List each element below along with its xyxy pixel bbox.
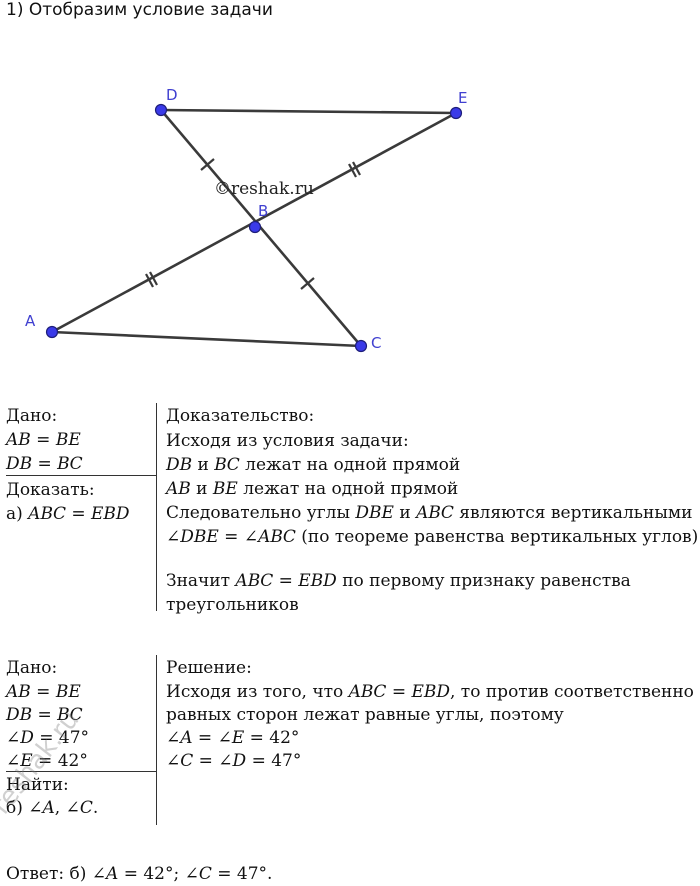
label-b: B xyxy=(258,202,268,220)
solution-line-1: Исходя из того, что 𝐴𝐵𝐶 = 𝐸𝐵𝐷, то против… xyxy=(166,682,694,702)
divider-b-horizontal xyxy=(6,771,156,772)
tick-be-1 xyxy=(348,163,357,178)
divider-a-horizontal xyxy=(6,475,156,476)
given-a-2: 𝐷𝐵 = 𝐵𝐶 xyxy=(6,454,83,474)
point-b xyxy=(248,220,262,234)
prove-title: Доказать: xyxy=(6,480,95,500)
solution-title: Решение: xyxy=(166,658,252,678)
given-b-2: 𝐷𝐵 = 𝐵𝐶 xyxy=(6,705,83,725)
segment-de xyxy=(160,108,457,115)
proof-line-3: 𝐴𝐵 и 𝐵𝐸 лежат на одной прямой xyxy=(166,479,459,499)
label-a: A xyxy=(25,312,36,330)
tick-bc xyxy=(300,277,315,290)
point-d xyxy=(154,103,168,117)
proof-line-5: ∠𝐷𝐵𝐸 = ∠𝐴𝐵𝐶 (по теореме равенства вертик… xyxy=(166,527,699,547)
heading: 1) Отобразим условие задачи xyxy=(6,0,273,20)
tick-db xyxy=(200,158,215,171)
proof-line-8: треугольников xyxy=(166,595,299,615)
proof-line-7: Значит 𝐴𝐵𝐶 = 𝐸𝐵𝐷 по первому признаку рав… xyxy=(166,571,631,591)
label-e: E xyxy=(458,89,467,107)
label-c: C xyxy=(371,334,381,352)
proof-title: Доказательство: xyxy=(166,406,315,426)
label-d: D xyxy=(166,86,178,104)
answer: Ответ: б) ∠𝐴 = 42°; ∠𝐶 = 47°. xyxy=(6,864,273,884)
given-b-1: 𝐴𝐵 = 𝐵𝐸 xyxy=(6,682,81,702)
solution-line-4: ∠𝐶 = ∠𝐷 = 47° xyxy=(166,751,302,771)
point-a xyxy=(45,325,59,339)
solution-line-3: ∠𝐴 = ∠𝐸 = 42° xyxy=(166,728,300,748)
point-e xyxy=(449,106,463,120)
tick-ab-1 xyxy=(145,273,154,288)
solution-line-2: равных сторон лежат равные углы, поэтому xyxy=(166,705,564,725)
figure-watermark: ©reshak.ru xyxy=(214,179,314,199)
point-c xyxy=(354,339,368,353)
find-title: Найти: xyxy=(6,775,69,795)
prove-statement: а) 𝐴𝐵𝐶 = 𝐸𝐵𝐷 xyxy=(6,504,130,524)
given-title-b: Дано: xyxy=(6,658,58,678)
given-b-3: ∠𝐷 = 47° xyxy=(6,728,90,748)
proof-line-2: 𝐷𝐵 и 𝐵𝐶 лежат на одной прямой xyxy=(166,455,461,475)
tick-be-2 xyxy=(352,161,361,176)
divider-a-vertical xyxy=(156,403,157,611)
divider-b-vertical xyxy=(156,655,157,825)
find-statement: б) ∠𝐴, ∠𝐶. xyxy=(6,798,99,818)
given-title-a: Дано: xyxy=(6,406,58,426)
geometry-figure: ©reshak.ru D E B A C xyxy=(25,86,467,353)
tick-ab-2 xyxy=(149,271,158,286)
proof-line-1: Исходя из условия задачи: xyxy=(166,431,409,451)
given-b-4: ∠𝐸 = 42° xyxy=(6,751,88,771)
given-a-1: 𝐴𝐵 = 𝐵𝐸 xyxy=(6,430,81,450)
segment-ac xyxy=(51,330,362,348)
proof-line-4: Следовательно углы 𝐷𝐵𝐸 и 𝐴𝐵𝐶 являются ве… xyxy=(166,503,693,523)
